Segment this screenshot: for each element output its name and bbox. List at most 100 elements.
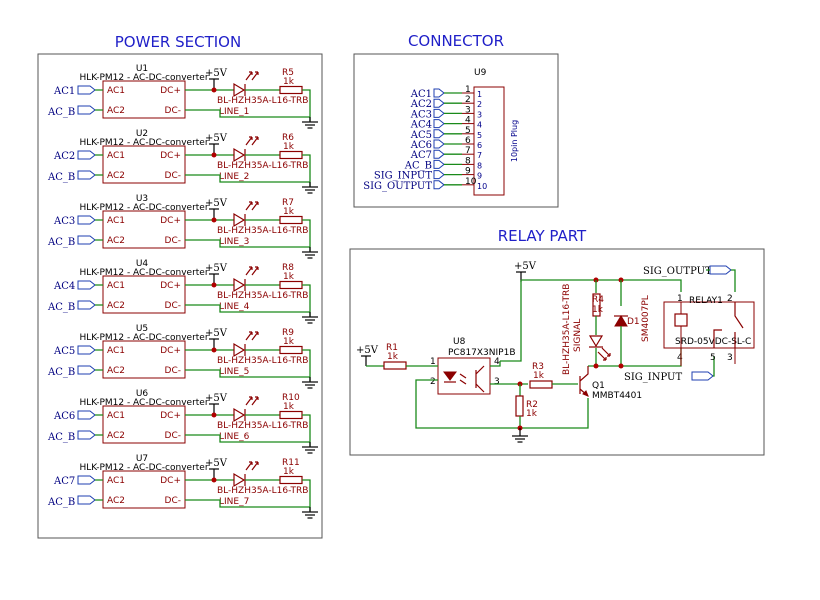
relay-circuit: +5V R4 1k BL-HZH35A-L16-TRB SIGNAL D1 SM… (356, 261, 755, 443)
led-part: BL-HZH35A-L16-TRB (217, 421, 308, 431)
relay-pin-2: 2 (727, 294, 733, 304)
line-label: LINE_1 (219, 107, 249, 117)
connector-section-title: CONNECTOR (408, 32, 504, 50)
led-part: BL-HZH35A-L16-TRB (217, 486, 308, 496)
resistor-val: 1k (283, 142, 295, 152)
connector-pin-num: 4 (477, 121, 482, 130)
input-net-2: AC_B (47, 497, 75, 508)
d1-part: SM4007PL (641, 295, 651, 342)
converter-body (102, 80, 186, 119)
sig-input-port (691, 371, 714, 381)
led-part: BL-HZH35A-L16-TRB (217, 291, 308, 301)
led-part: BL-HZH35A-L16-TRB (217, 356, 308, 366)
connector-pin-num: 8 (477, 161, 482, 170)
line-label: LINE_3 (219, 237, 249, 247)
pin-dc-plus: DC+ (160, 411, 181, 421)
input-net-2: AC_B (47, 172, 75, 183)
unit-part: HLK-PM12 - AC-DC-converter (79, 203, 208, 213)
led-part: BL-HZH35A-L16-TRB (217, 226, 308, 236)
connector-pin-num: 6 (477, 141, 482, 150)
relay-pin-1: 1 (677, 294, 683, 304)
connector-pin-port (433, 98, 445, 108)
converter-body (102, 145, 186, 184)
relay-section-frame (349, 248, 765, 456)
r3-ref: R3 (532, 362, 544, 372)
power-section-title: POWER SECTION (115, 33, 241, 51)
led-part: BL-HZH35A-L16-TRB (217, 96, 308, 106)
resistor-ref: R9 (282, 328, 294, 338)
input-net-1: AC4 (53, 281, 75, 292)
connector-pin-num: 10 (477, 182, 487, 191)
pin-ac1: AC1 (107, 281, 125, 291)
pin-ac2: AC2 (107, 171, 125, 181)
input-net-1: AC1 (53, 86, 75, 97)
connector-pin-port (433, 149, 445, 159)
pin-ac2: AC2 (107, 496, 125, 506)
connector-pin-port (433, 108, 445, 118)
unit-ref: U4 (136, 259, 149, 269)
unit-ref: U2 (136, 129, 148, 139)
pin-ac1: AC1 (107, 346, 125, 356)
pin-ac2: AC2 (107, 366, 125, 376)
connector-pin-num: 3 (477, 110, 482, 119)
connector-pin-num-left: 9 (465, 167, 471, 177)
converter-body (102, 340, 186, 379)
connector-pin-port (433, 139, 445, 149)
pin-dc-plus: DC+ (160, 346, 181, 356)
input-port-2 (77, 300, 96, 310)
unit-part: HLK-PM12 - AC-DC-converter (79, 333, 208, 343)
resistor-val: 1k (283, 77, 295, 87)
input-port-1 (77, 410, 96, 420)
input-net-1: AC6 (53, 411, 75, 422)
input-port-2 (77, 105, 96, 115)
pin-ac1: AC1 (107, 411, 125, 421)
connector-part: 10pin Plug (510, 120, 519, 162)
pin-dc-minus: DC- (165, 106, 181, 116)
supply-label: +5V (205, 198, 228, 209)
connector-pin-port (433, 88, 445, 98)
connector-pin-net: AC7 (410, 150, 432, 161)
input-port-2 (77, 235, 96, 245)
supply-label: +5V (205, 328, 228, 339)
unit-ref: U5 (136, 324, 148, 334)
signal-led-part: BL-HZH35A-L16-TRB (562, 284, 572, 375)
unit-part: HLK-PM12 - AC-DC-converter (79, 398, 208, 408)
r2-val: 1k (526, 409, 538, 419)
relay-pin-5: 5 (710, 353, 716, 363)
input-port-1 (77, 280, 96, 290)
supply-label: +5V (205, 458, 228, 469)
supply-label: +5V (205, 68, 228, 79)
unit-ref: U7 (136, 454, 148, 464)
converter-body (102, 210, 186, 249)
pin-dc-plus: DC+ (160, 151, 181, 161)
d1-ref: D1 (627, 317, 640, 327)
unit-part: HLK-PM12 - AC-DC-converter (79, 463, 208, 473)
input-net-1: AC7 (53, 476, 75, 487)
sig-input-label: SIG_INPUT (624, 372, 682, 383)
connector-pin-port (433, 180, 445, 190)
u8-ref: U8 (453, 337, 466, 347)
pin-ac1: AC1 (107, 151, 125, 161)
input-net-2: AC_B (47, 107, 75, 118)
sig-output-port (709, 265, 732, 275)
relay-ref: RELAY1 (689, 296, 723, 306)
connector-pin-num: 1 (477, 90, 482, 99)
r1-val: 1k (387, 352, 399, 362)
input-port-1 (77, 475, 96, 485)
converter-body (102, 275, 186, 314)
input-port-2 (77, 365, 96, 375)
relay-pin-3: 3 (727, 353, 733, 363)
resistor-ref: R5 (282, 68, 294, 78)
